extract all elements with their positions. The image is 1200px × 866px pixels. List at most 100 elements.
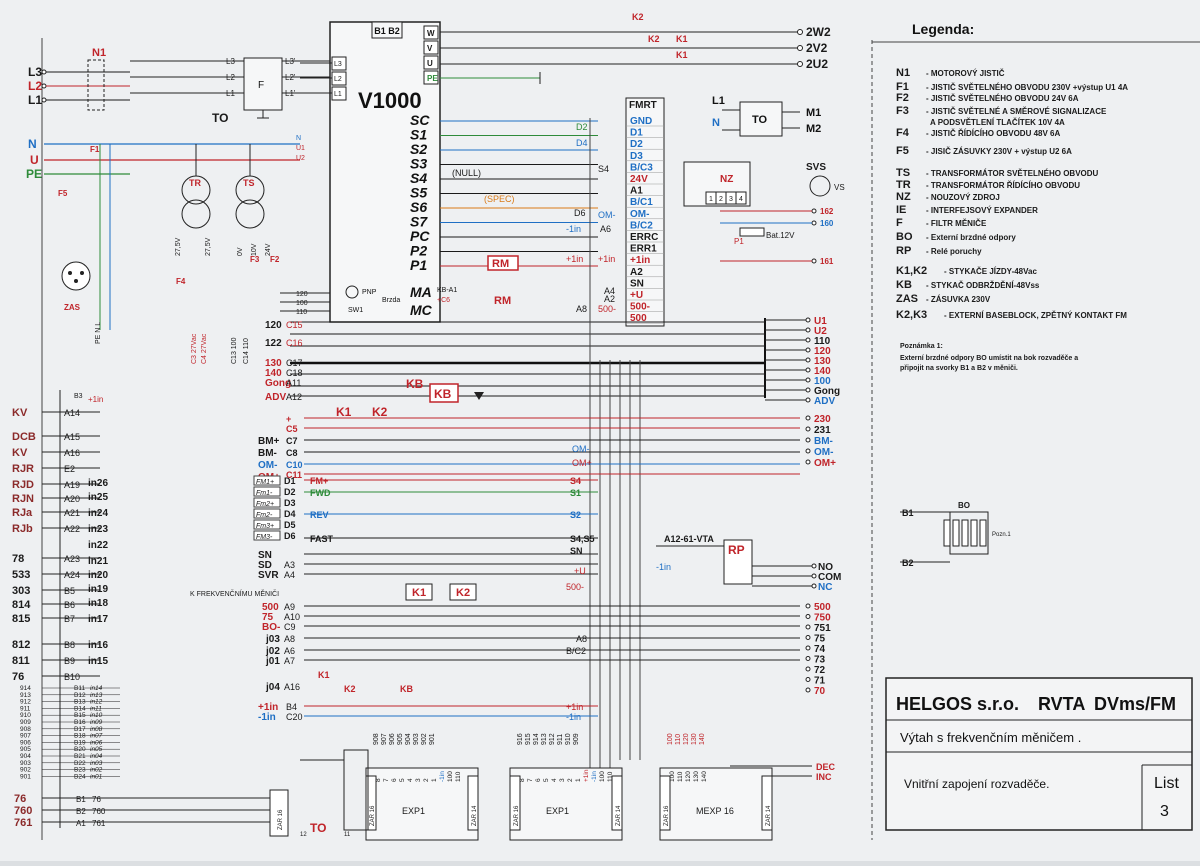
legend-title: Legenda: <box>912 21 974 37</box>
center-row-num-2: 130 <box>265 358 282 369</box>
inverter-top-terminals: B1 B2 <box>374 26 400 36</box>
right-mid-2: BM- <box>814 436 833 447</box>
fm-label-3: Fm2- <box>256 512 273 519</box>
exp-top-0-1: 907 <box>381 733 388 745</box>
right-top-7: Gong <box>814 386 840 397</box>
legend-text-12: - Externí brzdné odpory <box>926 233 1016 242</box>
tr-out-100: 100 <box>296 300 308 307</box>
nz-right-160: 160 <box>820 219 834 228</box>
small-row-906: 906 <box>20 739 31 746</box>
motor-n-label: N <box>712 117 720 129</box>
legend-text-5: - JISTIČ ŘÍDÍCÍHO OBVODU 48V 6A <box>926 129 1060 138</box>
left-bottom-term-0: B1 <box>76 795 86 804</box>
exp-pin-0-2: 6 <box>391 778 398 782</box>
right-bot-8: 70 <box>814 686 826 697</box>
right-n: N <box>296 135 301 142</box>
exp-pin-1-0: 8 <box>519 778 526 782</box>
exp-zar14-1: ZAR 14 <box>616 805 622 826</box>
j-term-2: A7 <box>284 656 295 666</box>
left-label-2: KV <box>12 447 28 459</box>
legend-text-17: - EXTERNÍ BASEBLOCK, ZPĚTNÝ KONTAKT FM <box>944 311 1127 320</box>
fmrt-item-15: +U <box>630 290 643 301</box>
fm-term-3: D4 <box>284 509 296 519</box>
sn-term-2: A4 <box>284 570 295 580</box>
left-term-14: B9 <box>64 656 75 666</box>
null-label: (NULL) <box>452 168 481 178</box>
center-row-num-1: 122 <box>265 338 282 349</box>
right-mid-0: 230 <box>814 414 831 425</box>
supply-line-l3: L3 <box>28 65 42 79</box>
small-in-2: in12 <box>90 699 103 706</box>
left-term-11: B6 <box>64 600 75 610</box>
left-in-6: in20 <box>88 570 108 581</box>
exp-pin-1-10: 100 <box>599 771 606 782</box>
right-mid-3: OM- <box>814 447 833 458</box>
j-term-3: A16 <box>284 682 300 692</box>
tr-out-110: 110 <box>296 309 307 316</box>
500-wire: 500- <box>598 304 616 314</box>
legend-text-6: - JISIČ ZÁSUVKY 230V + výstup U2 6A <box>926 147 1072 156</box>
a9-term-2: C9 <box>284 622 296 632</box>
left-term-8: A23 <box>64 554 80 564</box>
legend-code-8: TR <box>896 179 911 191</box>
fmrt-item-5: 24V <box>630 174 648 185</box>
control-terminal-s4: S4 <box>410 170 427 186</box>
legend-code-6: F5 <box>896 145 909 157</box>
left-bottom-760: 760 <box>14 805 32 817</box>
bo-pozn: Pozn.1 <box>992 532 1011 538</box>
control-terminal-s3: S3 <box>410 156 427 172</box>
product-variant: DVms/FM <box>1094 694 1176 714</box>
right-mid-4: OM+ <box>814 458 836 469</box>
kb-a1-label: KB-A1 <box>437 287 457 294</box>
small-in-5: in09 <box>90 719 103 726</box>
breaker-f3: F3 <box>250 255 260 264</box>
c13-100: C13 100 <box>231 337 238 364</box>
exp-top-2-0: 100 <box>667 733 674 745</box>
small-row-912: 912 <box>20 699 31 706</box>
a9-term-1: A10 <box>284 612 300 622</box>
left-in-9: in17 <box>88 614 108 625</box>
coil-k1: K1 <box>412 587 426 599</box>
bot-label-0: +1in <box>258 702 278 713</box>
exp-top-2-1: 110 <box>675 734 682 745</box>
small-term-8: B19 <box>74 739 86 746</box>
center-port-label-1: BM- <box>258 448 277 459</box>
legend-code-16: ZAS <box>896 293 918 305</box>
note-line-1: připojit na svorky B1 a B2 v měniči. <box>900 365 1018 372</box>
d6-wire: D6 <box>574 208 586 218</box>
legend-text-14: - STYKAČE JÍZDY-48Vac <box>944 267 1037 276</box>
left-plus1in: +1in <box>88 395 103 404</box>
p1-label: P1 <box>734 237 744 246</box>
contactor-k2-mid: K2 <box>648 34 660 44</box>
left-in-11: in15 <box>88 656 108 667</box>
control-terminal-p1: P1 <box>410 257 427 273</box>
exp-pin-0-9: 100 <box>447 771 454 782</box>
left-in-8: in18 <box>88 598 108 609</box>
left-label-9: 533 <box>12 569 30 581</box>
fm-dest-1: S1 <box>570 488 581 498</box>
right-top-4: 130 <box>814 356 831 367</box>
legend-code-12: BO <box>896 231 913 243</box>
a9-term-0: A9 <box>284 602 295 612</box>
exp-pin-0-10: 110 <box>455 771 462 782</box>
small-term-0: B11 <box>74 685 85 692</box>
a9-label-2: BO- <box>262 622 280 633</box>
center-port-label-0: BM+ <box>258 436 280 447</box>
product-name: RVTA <box>1038 694 1085 714</box>
exp-pin-1-11: 110 <box>607 771 614 782</box>
left-term-7: A22 <box>64 524 80 534</box>
small-row-908: 908 <box>20 726 31 733</box>
drawing-subtitle: Výtah s frekvenčním měničem . <box>900 730 1081 745</box>
small-in-3: in11 <box>90 705 102 712</box>
left-term-15: B10 <box>64 672 80 682</box>
dec-label: DEC <box>816 762 836 772</box>
bot-label-1: -1in <box>258 712 276 723</box>
plus1in-wire-b: +1in <box>598 254 615 264</box>
left-label-5: RJN <box>12 493 34 505</box>
rp-minus1in: -1in <box>656 562 671 572</box>
small-in-8: in06 <box>90 739 103 746</box>
control-terminal-p2: P2 <box>410 243 427 259</box>
legend-code-9: NZ <box>896 191 911 203</box>
fmrt-item-17: 500 <box>630 313 647 324</box>
left-label-10: 303 <box>12 585 30 597</box>
